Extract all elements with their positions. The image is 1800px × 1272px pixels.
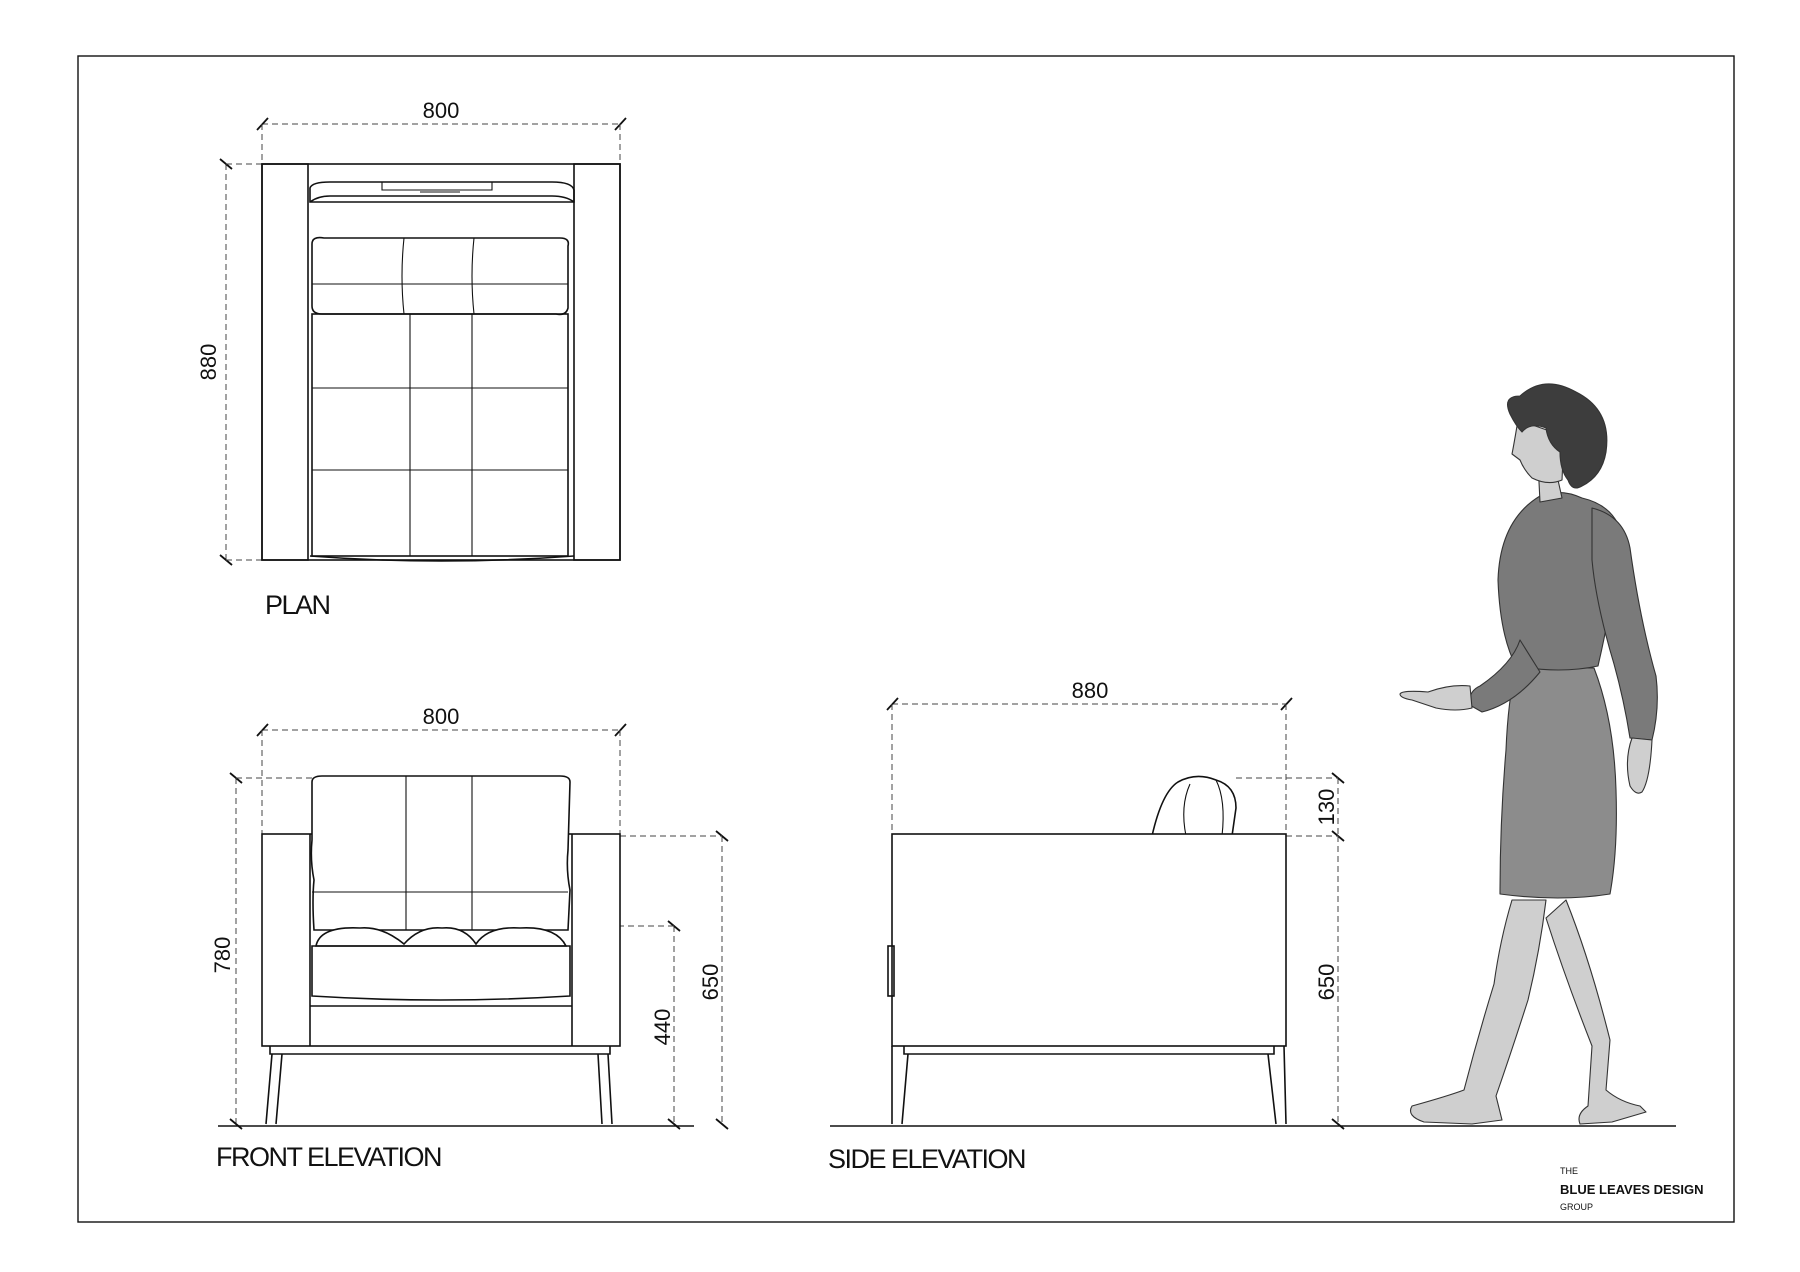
front-arm-height-value: 650: [698, 964, 723, 1001]
side-chair-body: [891, 833, 1287, 1047]
front-left-leg: [265, 1053, 283, 1125]
plan-depth-value: 880: [196, 344, 221, 381]
figure-hair: [1507, 383, 1608, 489]
front-seat-height-dimension: 440: [568, 920, 681, 1130]
front-right-leg: [597, 1053, 613, 1125]
figure-extended-hand: [1399, 685, 1473, 711]
figure-hanging-arm: [1591, 507, 1658, 741]
plan-width-dimension: 800: [256, 98, 627, 164]
front-width-dimension: 800: [256, 704, 627, 834]
front-overall-height-dimension: 780: [210, 772, 312, 1130]
side-depth-value: 880: [1072, 678, 1109, 703]
brand-suffix: GROUP: [1560, 1202, 1593, 1212]
front-width-value: 800: [423, 704, 460, 729]
plan-seat-back-cushions: [311, 236, 570, 316]
plan-depth-dimension: 880: [196, 158, 262, 566]
side-arm-height-dimension: 650: [1286, 835, 1345, 1130]
side-back-cushion: [1150, 775, 1237, 837]
side-elevation-view: 880 130 650 SIDE ELEVATION: [828, 678, 1676, 1174]
figure-skirt: [1499, 667, 1617, 899]
front-back-cushions: [310, 775, 571, 931]
side-front-leg: [891, 1046, 909, 1125]
plan-width-value: 800: [423, 98, 460, 123]
side-arm-height-value: 650: [1314, 964, 1339, 1001]
brand-block: THE BLUE LEAVES DESIGN GROUP: [1560, 1166, 1704, 1212]
plan-seat-grid: [311, 313, 569, 557]
side-front-detail: [887, 945, 895, 997]
front-arm-height-dimension: 650: [620, 830, 729, 1130]
side-depth-dimension: 880: [886, 678, 1293, 834]
front-overall-height-value: 780: [210, 937, 235, 974]
brand-prefix: THE: [1560, 1166, 1578, 1176]
side-back-cushion-value: 130: [1314, 789, 1339, 826]
plan-label: PLAN: [265, 590, 330, 620]
figure-torso: [1497, 491, 1619, 671]
figure-front-leg: [1409, 899, 1547, 1125]
plan-chair-outline: [261, 163, 621, 561]
sheet-border: [77, 55, 1735, 1223]
plan-right-arm: [573, 163, 621, 561]
front-elevation-view: 800 780 440 650: [210, 704, 729, 1172]
plan-back-cushion: [309, 181, 575, 203]
human-scale-figure: [1399, 383, 1658, 1125]
plan-left-arm: [261, 163, 309, 561]
side-back-leg: [1267, 1045, 1287, 1125]
side-back-cushion-dimension: 130: [1236, 772, 1345, 842]
side-base-rail: [903, 1046, 1275, 1055]
front-seat-cushion: [315, 927, 568, 947]
figure-back-leg: [1545, 899, 1647, 1125]
figure-hanging-hand: [1626, 737, 1653, 794]
brand-name: BLUE LEAVES DESIGN: [1560, 1182, 1704, 1197]
front-base-rail: [269, 1046, 611, 1055]
plan-view: 800 880 PLAN: [196, 98, 627, 620]
front-seat-height-value: 440: [650, 1009, 675, 1046]
side-elevation-label: SIDE ELEVATION: [828, 1144, 1025, 1174]
front-elevation-label: FRONT ELEVATION: [216, 1142, 441, 1172]
